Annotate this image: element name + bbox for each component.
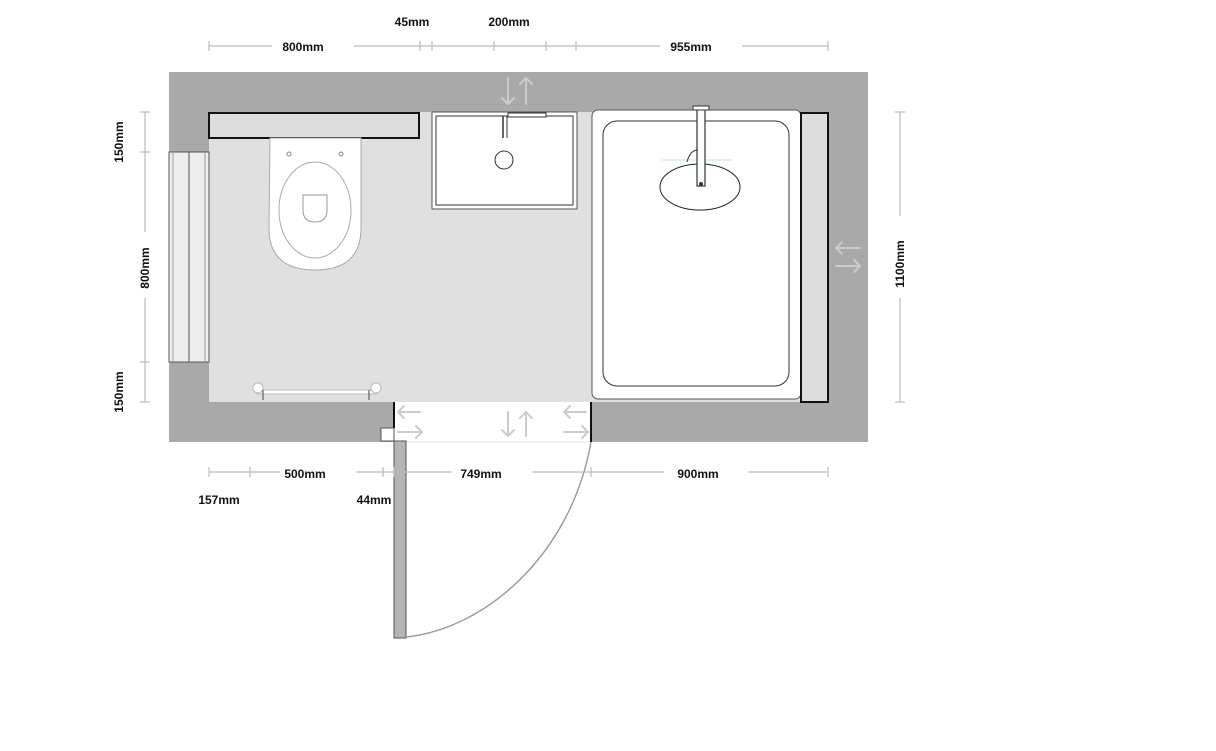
toilet-bowl-inner	[302, 194, 328, 223]
dim-door-width: 749mm	[460, 467, 501, 481]
dimensions-left: 150mm 800mm 150mm	[112, 111, 152, 413]
move-arrow-door-center[interactable]	[501, 411, 533, 437]
dim-door-frame: 44mm	[357, 493, 392, 507]
bathtub-tap	[696, 107, 706, 187]
dimensions-top: 800mm 45mm 200mm 955mm	[208, 15, 829, 54]
sink[interactable]	[431, 111, 578, 210]
dim-room-depth: 1100mm	[893, 240, 907, 287]
bathtub-tap-head	[692, 105, 710, 111]
dimensions-right: 1100mm	[893, 111, 907, 403]
door-frame-square	[380, 427, 395, 442]
dim-wall-offset: 157mm	[198, 493, 239, 507]
bathtub[interactable]	[591, 105, 802, 400]
move-arrow-door-right[interactable]	[563, 405, 589, 439]
toilet-flush-right	[338, 151, 344, 157]
dim-radiator-height: 800mm	[138, 247, 152, 288]
door[interactable]	[380, 402, 592, 639]
towel-rail-end-right	[370, 382, 382, 394]
move-arrow-right[interactable]	[835, 241, 861, 273]
toilet-flush-left	[286, 151, 292, 157]
door-swing-arc	[405, 441, 592, 638]
doorway-opening	[394, 402, 591, 442]
dim-left-upper: 150mm	[112, 121, 126, 162]
toilet-cistern-box[interactable]	[208, 112, 420, 139]
dim-wall-right: 900mm	[677, 467, 718, 481]
bathtub-tap-arc	[686, 149, 699, 163]
move-arrow-door-left[interactable]	[397, 405, 423, 439]
sink-drain	[494, 150, 514, 170]
dim-left-lower: 150mm	[112, 371, 126, 412]
dim-rail-width: 500mm	[284, 467, 325, 481]
side-cabinet[interactable]	[800, 112, 829, 403]
radiator[interactable]	[168, 151, 210, 363]
dim-sink-width: 200mm	[488, 15, 529, 29]
towel-rail[interactable]	[252, 382, 382, 400]
dimensions-bottom: 157mm 500mm 44mm 749mm 900mm	[198, 467, 829, 507]
towel-rail-end-left	[252, 382, 264, 394]
dim-bath-width: 955mm	[670, 40, 711, 54]
move-arrow-top[interactable]	[501, 77, 533, 105]
toilet[interactable]	[268, 137, 362, 271]
bathtub-drain	[699, 182, 703, 186]
door-leaf	[393, 440, 407, 639]
bathtub-inner	[602, 120, 790, 387]
sink-tap-bar	[507, 112, 547, 118]
dim-gap-width: 45mm	[395, 15, 430, 29]
dim-toilet-box-width: 800mm	[282, 40, 323, 54]
